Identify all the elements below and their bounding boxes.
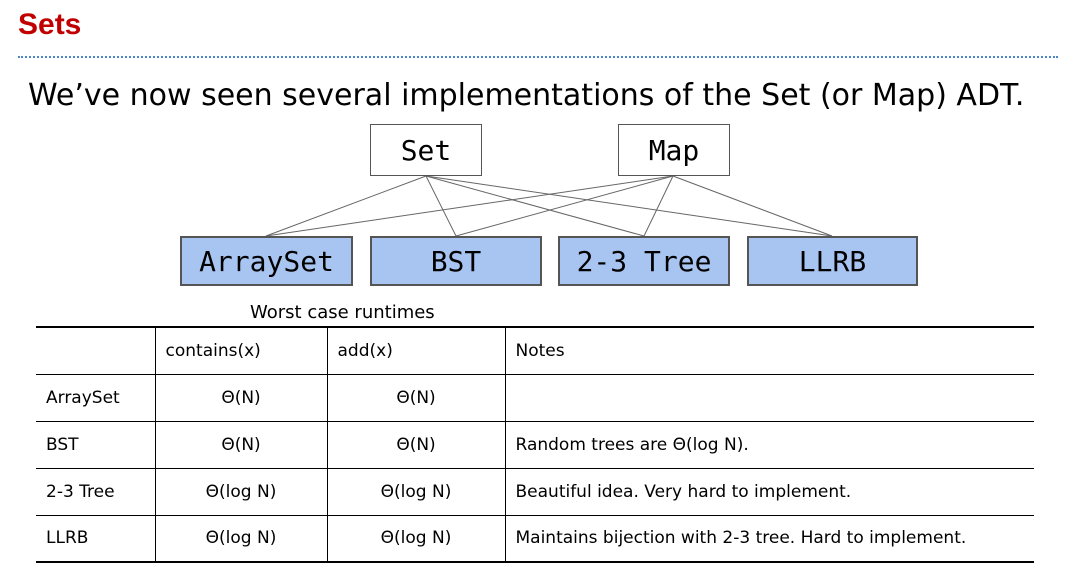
contains-cell: Θ(N) — [154, 373, 328, 422]
node-set: Set — [370, 124, 482, 176]
edge-map-23tree — [643, 175, 674, 237]
edge-set-bst — [425, 175, 457, 237]
row-name: ArraySet — [36, 373, 156, 422]
node-llrb: LLRB — [747, 236, 918, 286]
header-cell — [36, 326, 156, 375]
edge-set-llrb — [425, 175, 833, 237]
title-divider — [18, 56, 1058, 58]
table-header-row: contains(x) add(x) Notes — [36, 326, 1034, 375]
runtime-table: contains(x) add(x) Notes ArraySet Θ(N) Θ… — [36, 326, 1034, 563]
notes-cell: Random trees are Θ(log N). — [504, 420, 1034, 469]
slide-subtitle: We’ve now seen several implementations o… — [28, 78, 1025, 113]
edge-map-arrayset — [265, 175, 674, 237]
edge-set-arrayset — [265, 175, 427, 237]
add-cell: Θ(N) — [326, 373, 506, 422]
header-cell: contains(x) — [154, 326, 328, 375]
contains-cell: Θ(N) — [154, 420, 328, 469]
row-name: LLRB — [36, 514, 156, 563]
node-23tree: 2-3 Tree — [558, 236, 730, 286]
contains-cell: Θ(log N) — [154, 514, 328, 563]
node-map: Map — [618, 124, 730, 176]
contains-cell: Θ(log N) — [154, 467, 328, 516]
table-row: 2-3 Tree Θ(log N) Θ(log N) Beautiful ide… — [36, 467, 1034, 516]
row-name: 2-3 Tree — [36, 467, 156, 516]
add-cell: Θ(log N) — [326, 514, 506, 563]
edge-map-bst — [455, 175, 674, 237]
slide-title: Sets — [18, 8, 82, 41]
add-cell: Θ(N) — [326, 420, 506, 469]
notes-cell: Beautiful idea. Very hard to implement. — [504, 467, 1034, 516]
table-caption: Worst case runtimes — [250, 302, 435, 323]
row-name: BST — [36, 420, 156, 469]
add-cell: Θ(log N) — [326, 467, 506, 516]
header-cell: Notes — [504, 326, 1034, 375]
notes-cell — [504, 373, 1034, 422]
table-row: BST Θ(N) Θ(N) Random trees are Θ(log N). — [36, 420, 1034, 469]
header-cell: add(x) — [326, 326, 506, 375]
table-row: LLRB Θ(log N) Θ(log N) Maintains bijecti… — [36, 514, 1034, 563]
node-arrayset: ArraySet — [180, 236, 353, 286]
table-row: ArraySet Θ(N) Θ(N) — [36, 373, 1034, 422]
edge-set-23tree — [425, 175, 645, 237]
notes-cell: Maintains bijection with 2-3 tree. Hard … — [504, 514, 1034, 563]
node-bst: BST — [370, 236, 542, 286]
edge-map-llrb — [672, 175, 833, 237]
